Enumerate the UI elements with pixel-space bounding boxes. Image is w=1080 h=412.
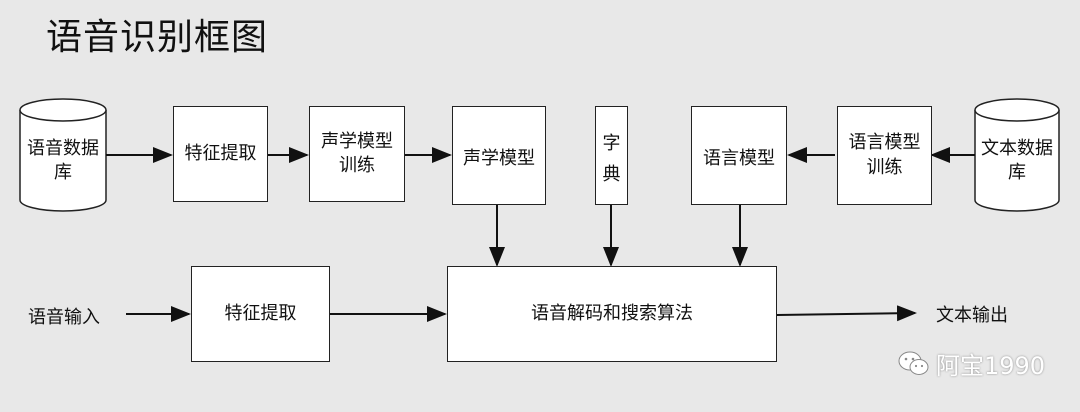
wechat-icon xyxy=(898,351,929,375)
text-database-label: 文本数据库 xyxy=(981,137,1053,183)
text-database-cylinder xyxy=(974,98,1060,212)
text-output-label: 文本输出 xyxy=(936,305,1008,326)
watermark-text: 阿宝1990 xyxy=(936,352,1046,380)
decoding-search-box: 语音解码和搜索算法 xyxy=(447,266,777,362)
watermark: 阿宝1990 xyxy=(898,346,1045,381)
acoustic-model-training-box: 声学模型训练 xyxy=(309,106,405,202)
arrow-decoder-to-output xyxy=(776,305,917,322)
speech-database-label: 语音数据库 xyxy=(27,137,99,183)
acoustic-model-box: 声学模型 xyxy=(452,106,546,205)
language-model-training-box: 语言模型训练 xyxy=(837,106,932,205)
dictionary-box: 字典 xyxy=(595,106,628,205)
feature-extraction-box-bottom: 特征提取 xyxy=(191,266,330,362)
speech-database-cylinder xyxy=(19,98,107,212)
feature-extraction-box-top: 特征提取 xyxy=(173,106,268,202)
diagram-title: 语音识别框图 xyxy=(46,17,269,58)
speech-input-label: 语音输入 xyxy=(28,307,100,328)
language-model-box: 语言模型 xyxy=(691,106,787,205)
